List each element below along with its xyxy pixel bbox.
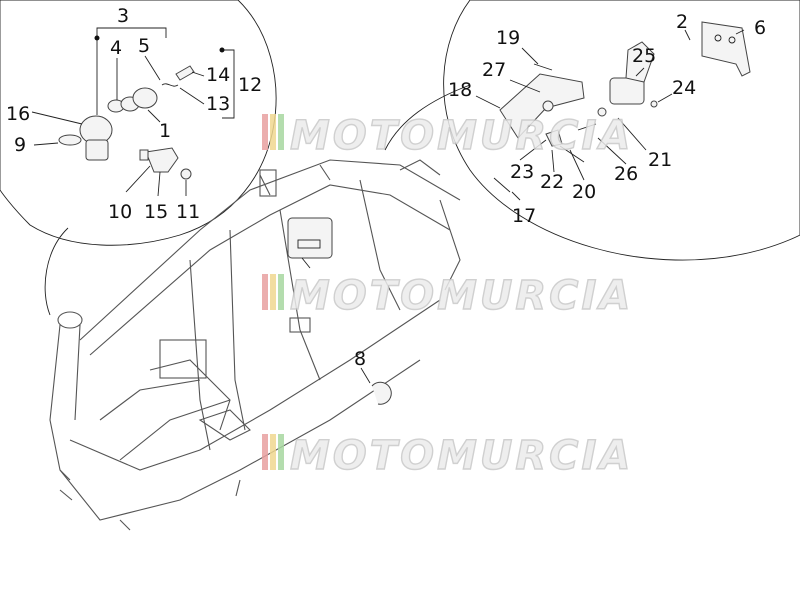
lock-spring-clip — [161, 65, 195, 87]
callout-4: 4 — [110, 37, 122, 59]
callout-12: 12 — [238, 74, 262, 96]
watermark-stripe — [270, 434, 276, 470]
callout-1: 1 — [159, 120, 171, 142]
seat-lock-plate — [287, 217, 333, 269]
callout-19: 19 — [496, 27, 520, 49]
callout-22: 22 — [540, 171, 564, 193]
callout-15: 15 — [144, 201, 168, 223]
group-bracket-12 — [219, 47, 235, 119]
callout-20: 20 — [572, 181, 596, 203]
callout-13: 13 — [206, 93, 230, 115]
watermark-bottom: MOTOMURCIA — [262, 432, 633, 480]
callout-18: 18 — [448, 79, 472, 101]
watermark-middle: MOTOMURCIA — [262, 272, 633, 320]
left-bubble-pointer — [44, 227, 69, 316]
watermark-stripe — [262, 274, 268, 310]
saddle-hinge-bracket — [493, 63, 597, 193]
callout-21: 21 — [648, 149, 672, 171]
saddle-lock-actuator — [597, 41, 658, 117]
group-bracket-3 — [94, 27, 167, 115]
callout-8: 8 — [354, 348, 366, 370]
right-detail-bubble — [443, 0, 800, 261]
callout-25: 25 — [632, 45, 656, 67]
callout-labels: 1 2 3 4 5 6 8 9 10 11 12 13 14 15 16 17 … — [6, 5, 766, 370]
hose-clamp — [360, 367, 392, 405]
left-detail-bubble — [0, 0, 277, 246]
watermark-stripe — [278, 434, 284, 470]
callout-14: 14 — [206, 64, 230, 86]
callout-11: 11 — [176, 201, 200, 223]
callout-3: 3 — [117, 5, 129, 27]
watermark-text: MOTOMURCIA — [290, 433, 633, 479]
callout-16: 16 — [6, 103, 30, 125]
callout-10: 10 — [108, 201, 132, 223]
lock-bracket — [139, 147, 192, 180]
watermark-text: MOTOMURCIA — [290, 113, 633, 159]
watermark-stripe — [270, 274, 276, 310]
watermark-stripe — [278, 274, 284, 310]
leader-lines — [31, 29, 745, 201]
ignition-lock-cover — [58, 115, 113, 161]
watermark-text: MOTOMURCIA — [290, 273, 633, 319]
callout-23: 23 — [510, 161, 534, 183]
callout-17: 17 — [512, 205, 536, 227]
scooter-frame — [49, 159, 461, 531]
watermark-stripe — [270, 114, 276, 150]
watermark-top: MOTOMURCIA — [262, 112, 633, 160]
callout-24: 24 — [672, 77, 696, 99]
watermark-stripe — [262, 114, 268, 150]
watermark-stripe — [278, 114, 284, 150]
lock-cylinder — [107, 87, 158, 113]
saddle-lock-plate — [701, 21, 751, 77]
callout-5: 5 — [138, 35, 150, 57]
callout-26: 26 — [614, 163, 638, 185]
watermark-stripe — [262, 434, 268, 470]
right-bubble-pointer — [384, 84, 471, 151]
callout-2: 2 — [676, 11, 688, 33]
callout-9: 9 — [14, 134, 26, 156]
callout-27: 27 — [482, 59, 506, 81]
callout-6: 6 — [754, 17, 766, 39]
